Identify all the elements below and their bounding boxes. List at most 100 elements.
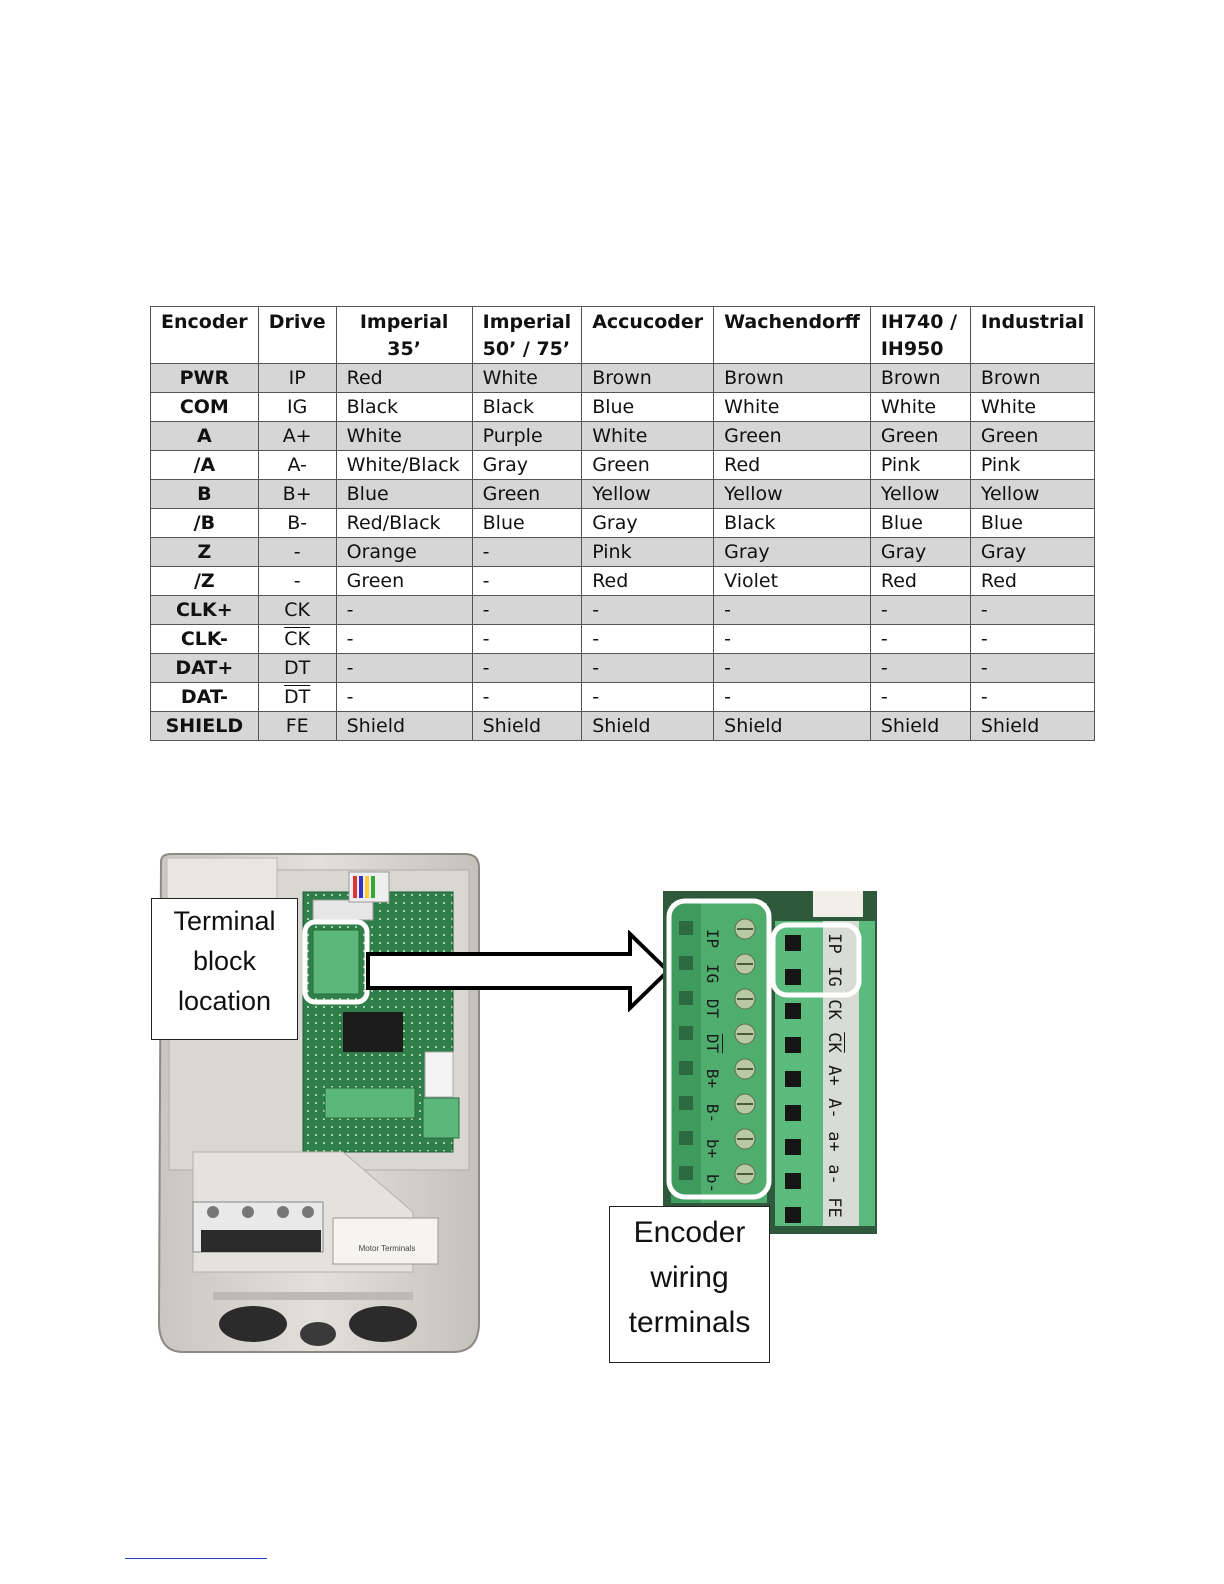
terminal-label: a- [824, 1164, 844, 1185]
table-cell-encoder: DAT- [150, 682, 259, 712]
table-cell-wachendorff: Shield [713, 711, 871, 741]
table-cell-ih740: - [869, 682, 971, 712]
table-cell-drive: IP [257, 363, 337, 393]
table-cell-accucoder: Pink [581, 537, 715, 567]
table-cell-accucoder: Shield [581, 711, 715, 741]
table-cell-ih740: - [869, 653, 971, 683]
table-cell-imperial35: Red/Black [335, 508, 473, 538]
column-header-line: Drive [268, 311, 326, 333]
table-cell-imperial35: Shield [335, 711, 473, 741]
cell-text: - [592, 686, 600, 708]
cell-text: Blue [880, 512, 923, 534]
table-row: CLK-CK------ [150, 624, 1096, 654]
cell-text: Pink [592, 541, 632, 563]
table-cell-encoder: Z [150, 537, 259, 567]
table-cell-drive: A+ [257, 421, 337, 451]
cell-text: Pink [880, 454, 921, 476]
table-cell-imperial35: Green [335, 566, 473, 596]
cell-text: - [980, 657, 988, 679]
table-cell-drive: - [257, 537, 337, 567]
table-cell-ih740: Pink [869, 450, 971, 480]
terminal-label: B+ [703, 1068, 722, 1089]
cell-text: DT [284, 657, 311, 679]
wire-hole [785, 1207, 801, 1223]
cell-text: Gray [980, 541, 1027, 563]
table-cell-imperial5075: - [471, 537, 583, 567]
table-cell-ih740: Brown [869, 363, 971, 393]
table-row: DAT-DT------ [150, 682, 1096, 712]
table-cell-imperial5075: - [471, 682, 583, 712]
cell-text: White [592, 425, 648, 447]
cell-text: - [346, 686, 354, 708]
table-cell-ih740: Shield [869, 711, 971, 741]
cell-text: - [880, 686, 888, 708]
cell-text: Blue [346, 483, 389, 505]
table-cell-ih740: White [869, 392, 971, 422]
terminal-label: CK [824, 999, 844, 1020]
table-cell-encoder: /Z [150, 566, 259, 596]
table-cell-wachendorff: Black [713, 508, 871, 538]
cell-text: White [482, 367, 538, 389]
table-cell-accucoder: Yellow [581, 479, 715, 509]
column-header: Industrial [969, 306, 1096, 364]
cell-text: Gray [880, 541, 927, 563]
wire-hole [785, 1037, 801, 1053]
table-cell-imperial35: - [335, 653, 473, 683]
table-cell-imperial5075: Shield [471, 711, 583, 741]
wire-hole [785, 1173, 801, 1189]
table-cell-industrial: Red [969, 566, 1096, 596]
column-header: Drive [257, 306, 337, 364]
table-cell-wachendorff: Green [713, 421, 871, 451]
table-cell-accucoder: Blue [581, 392, 715, 422]
table-cell-drive: B- [257, 508, 337, 538]
table-cell-drive: IG [257, 392, 337, 422]
table-cell-imperial35: - [335, 682, 473, 712]
cell-text: Purple [482, 425, 543, 447]
cell-text: Brown [592, 367, 652, 389]
cell-text: DAT+ [175, 657, 234, 679]
cell-text: A- [287, 454, 307, 476]
cell-text: DT [284, 686, 311, 708]
terminal-label: DT [703, 998, 722, 1019]
table-cell-drive: FE [257, 711, 337, 741]
footnote-separator [125, 1558, 267, 1559]
cell-text: A+ [282, 425, 312, 447]
table-cell-accucoder: Brown [581, 363, 715, 393]
cell-text: CK [284, 628, 311, 650]
table-cell-encoder: A [150, 421, 259, 451]
cell-text: Red [592, 570, 629, 592]
table-cell-accucoder: - [581, 682, 715, 712]
table-cell-ih740: - [869, 624, 971, 654]
cell-text: Yellow [980, 483, 1040, 505]
table-cell-imperial35: Red [335, 363, 473, 393]
cell-text: - [482, 628, 490, 650]
table-cell-imperial5075: - [471, 595, 583, 625]
cell-text: White [880, 396, 937, 418]
table-cell-wachendorff: - [713, 682, 871, 712]
wire-hole [679, 1131, 693, 1145]
table-cell-industrial: - [969, 682, 1096, 712]
table-cell-wachendorff: Red [713, 450, 871, 480]
cell-text: Brown [980, 367, 1041, 389]
callout-line: block [192, 946, 257, 976]
table-cell-industrial: Gray [969, 537, 1096, 567]
table-cell-wachendorff: Brown [713, 363, 871, 393]
table-cell-industrial: - [969, 595, 1096, 625]
cell-text: Black [724, 512, 776, 534]
terminal-label: B- [703, 1103, 722, 1124]
cell-text: Blue [980, 512, 1023, 534]
column-header-line: Accucoder [592, 311, 704, 333]
table-cell-encoder: CLK- [150, 624, 259, 654]
cell-text: Yellow [724, 483, 783, 505]
cell-text: PWR [179, 367, 230, 389]
cell-text: - [592, 599, 600, 621]
cell-text: - [346, 599, 354, 621]
table-cell-imperial5075: - [471, 624, 583, 654]
